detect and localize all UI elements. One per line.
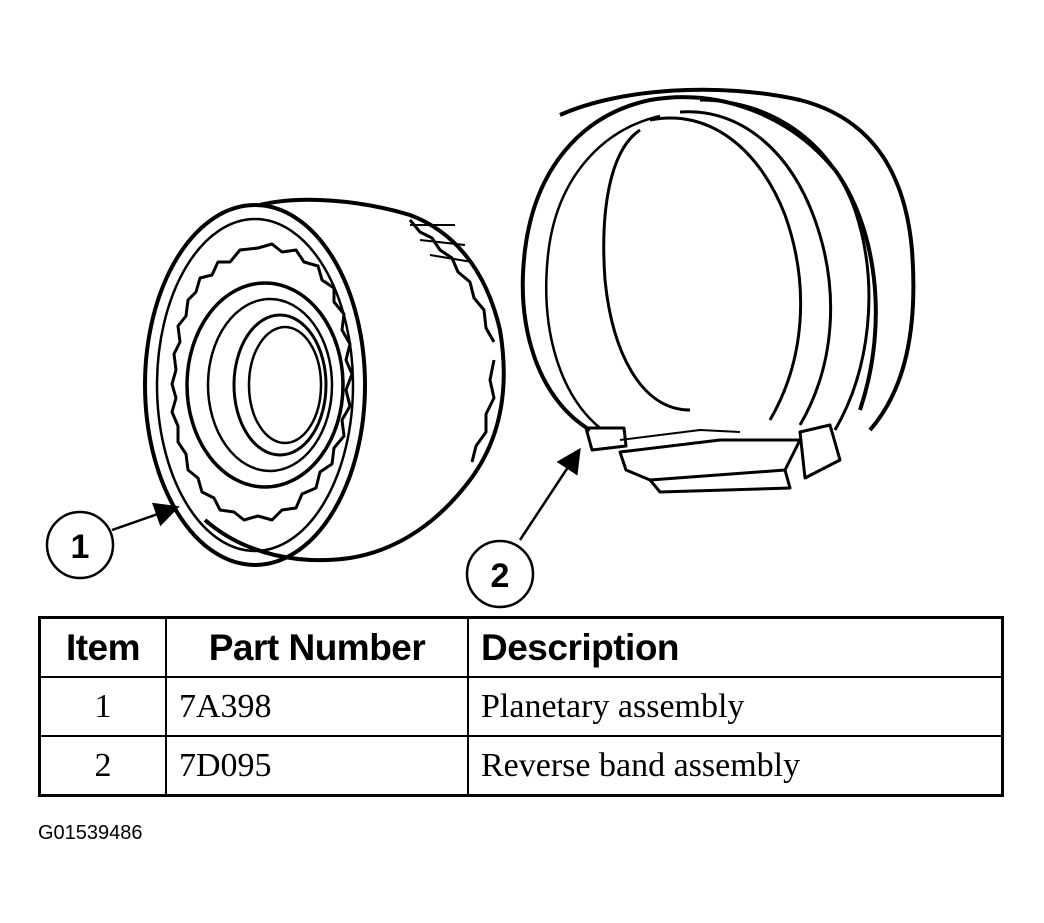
cell-part-number: 7D095 — [165, 735, 469, 797]
planetary-assembly-drawing — [143, 197, 506, 567]
header-description: Description — [467, 616, 1004, 678]
cell-part-number: 7A398 — [165, 676, 469, 737]
cell-description: Reverse band assembly — [467, 735, 1004, 797]
figure-id: G01539486 — [38, 822, 143, 844]
callout-1-circle — [45, 510, 115, 580]
table-row: 2 7D095 Reverse band assembly — [38, 735, 1004, 797]
cell-item: 1 — [38, 676, 167, 737]
header-part-number: Part Number — [165, 616, 469, 678]
callout-2-circle — [465, 539, 535, 609]
cell-description: Planetary assembly — [467, 676, 1004, 737]
reverse-band-assembly-drawing — [520, 87, 916, 494]
cell-item: 2 — [38, 735, 167, 797]
callout-1-number: 1 — [71, 528, 90, 566]
header-item: Item — [38, 616, 167, 678]
callout-1: 1 — [45, 502, 180, 580]
table-header-row: Item Part Number Description — [38, 616, 1004, 678]
parts-table: Item Part Number Description 1 7A398 Pla… — [38, 616, 1004, 797]
callout-2: 2 — [465, 447, 581, 609]
table-row: 1 7A398 Planetary assembly — [38, 676, 1004, 737]
callout-2-number: 2 — [491, 557, 510, 595]
